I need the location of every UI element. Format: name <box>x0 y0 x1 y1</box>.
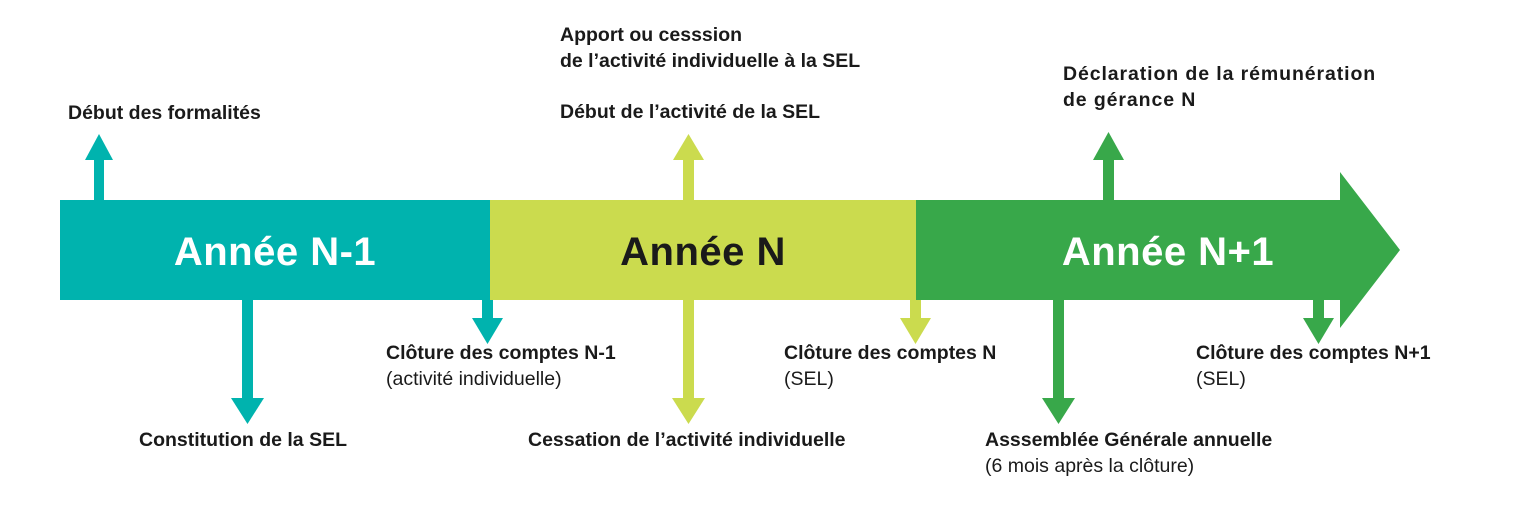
segment-bar-annee-n-1 <box>60 200 490 300</box>
arrow-up-declaration-remuneration <box>1093 132 1124 200</box>
segment-label-annee-n-1: Année N-1 <box>174 230 376 274</box>
callout-cloture-des-comptes-n-1-sub: (activité individuelle) <box>386 367 562 390</box>
callout-debut-des-formalites: Début des formalités <box>68 101 261 127</box>
callout-apport-ou-cesssion-sub: de l’activité individuelle à la SEL <box>560 49 861 72</box>
callout-debut-de-l-activite-de-la-sel-main: Début de l’activité de la SEL <box>560 101 821 123</box>
callout-cloture-des-comptes-n-1-main: Clôture des comptes N-1 <box>386 342 616 364</box>
arrow-up-debut-des-formalites <box>85 134 113 200</box>
callout-cloture-des-comptes-n-plus-1-sub: (SEL) <box>1196 367 1246 390</box>
callout-cloture-des-comptes-n-1: Clôture des comptes N-1 (activité indivi… <box>386 341 616 393</box>
arrow-down-cloture-comptes-n <box>900 300 931 344</box>
callout-debut-des-formalites-main: Début des formalités <box>68 102 261 124</box>
callout-cloture-des-comptes-n-sub: (SEL) <box>784 367 834 390</box>
arrow-up-apport-debut-activite <box>673 134 704 200</box>
callout-apport-ou-cesssion-main: Apport ou cesssion <box>560 24 743 46</box>
segment-label-annee-n-plus-1: Année N+1 <box>1062 230 1274 274</box>
callout-assemblee-generale-annuelle: Asssemblée Générale annuelle (6 mois apr… <box>985 428 1272 480</box>
segment-bar-annee-n-plus-1 <box>916 172 1400 328</box>
callout-apport-ou-cesssion: Apport ou cesssion de l’activité individ… <box>560 23 860 75</box>
callout-declaration-de-la-remuneration: Déclaration de la rémunération de géranc… <box>1063 62 1376 114</box>
callout-assemblee-generale-annuelle-sub: (6 mois après la clôture) <box>985 454 1195 477</box>
callout-cloture-des-comptes-n-main: Clôture des comptes N <box>784 342 997 364</box>
callout-declaration-de-la-remuneration-main: Déclaration de la rémunération <box>1063 63 1377 85</box>
arrow-down-constitution-de-la-sel <box>231 300 264 424</box>
arrow-down-assemblee-generale-annuelle <box>1042 300 1075 424</box>
segment-bar-annee-n <box>490 200 916 300</box>
segment-label-annee-n: Année N <box>620 230 786 274</box>
callout-declaration-de-la-remuneration-sub: de gérance N <box>1063 88 1197 111</box>
callout-cessation-de-l-activite-individuelle-main: Cessation de l’activité individuelle <box>528 429 846 451</box>
arrow-down-cessation-activite-individuelle <box>672 300 705 424</box>
callout-assemblee-generale-annuelle-main: Asssemblée Générale annuelle <box>985 429 1273 451</box>
arrow-down-cloture-comptes-n-plus-1 <box>1303 300 1334 344</box>
callout-cloture-des-comptes-n-plus-1: Clôture des comptes N+1 (SEL) <box>1196 341 1431 393</box>
callout-debut-de-l-activite-de-la-sel: Début de l’activité de la SEL <box>560 100 820 126</box>
callout-cessation-de-l-activite-individuelle: Cessation de l’activité individuelle <box>528 428 846 454</box>
arrow-down-cloture-comptes-n-1 <box>472 300 503 344</box>
callout-constitution-de-la-sel-main: Constitution de la SEL <box>139 429 347 451</box>
callout-constitution-de-la-sel: Constitution de la SEL <box>139 428 347 454</box>
callout-cloture-des-comptes-n-plus-1-main: Clôture des comptes N+1 <box>1196 342 1431 364</box>
callout-cloture-des-comptes-n: Clôture des comptes N (SEL) <box>784 341 996 393</box>
